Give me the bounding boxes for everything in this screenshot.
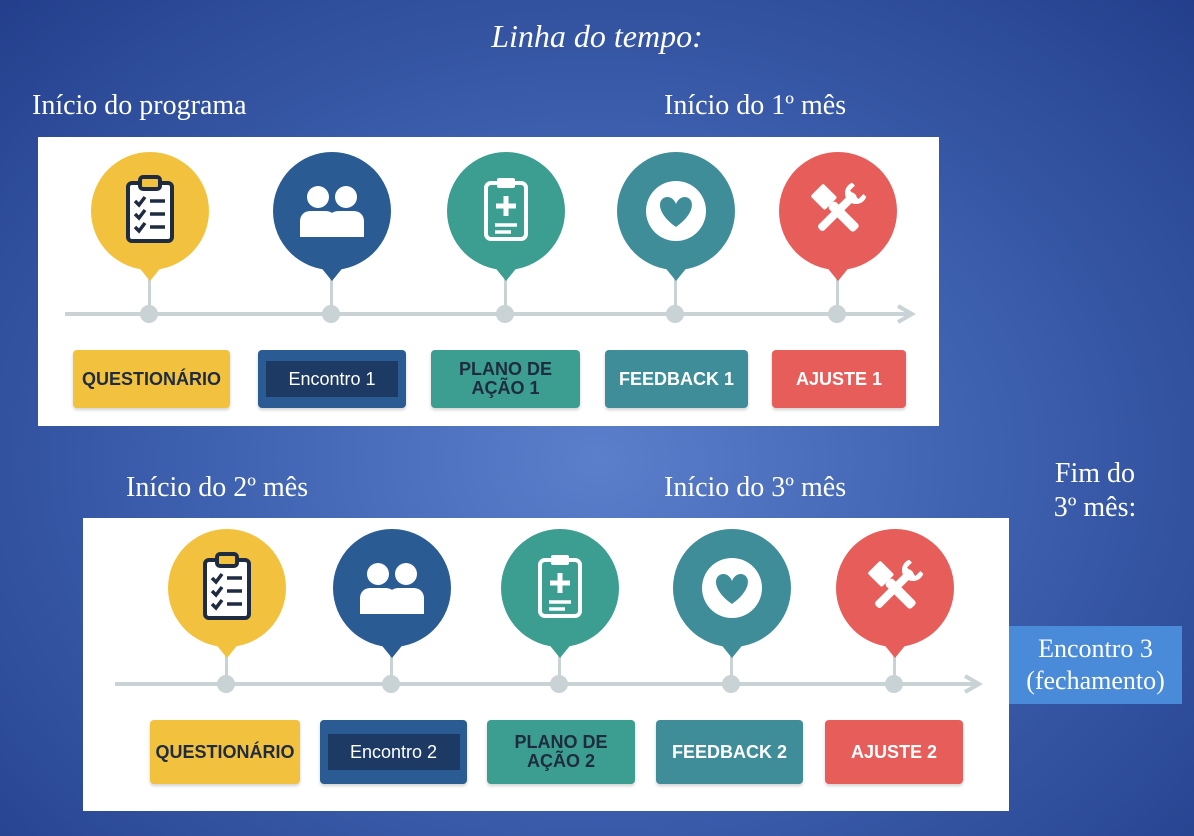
label-fim-line1: Fim do — [1054, 458, 1136, 489]
label-inicio-mes1: Início do 1º mês — [664, 90, 847, 121]
step-label-plano-1-line2: AÇÃO 1 — [471, 378, 540, 398]
timeline-panel-1: QUESTIONÁRIO Encontro 1 PLANO DE AÇÃO 1 … — [38, 137, 939, 426]
step-label-questionario-1: QUESTIONÁRIO — [73, 350, 230, 408]
step-label-questionario-2: QUESTIONÁRIO — [150, 720, 300, 784]
step-label-plano-2: PLANO DE AÇÃO 2 — [487, 720, 635, 784]
tools-icon — [867, 559, 924, 615]
page-title: Linha do tempo: — [491, 18, 703, 54]
step-pin-encontro-2 — [333, 529, 451, 658]
timeline-axis-2 — [115, 674, 984, 694]
step-pin-plano-1 — [447, 152, 565, 281]
step-label-encontro-1-text: Encontro 1 — [266, 361, 398, 397]
step-label-encontro-2-text: Encontro 2 — [327, 734, 460, 770]
step-pin-feedback-2 — [673, 529, 791, 658]
encontro3-box: Encontro 3 (fechamento) — [1009, 626, 1182, 704]
step-label-plano-1-line1: PLANO DE — [458, 359, 552, 380]
medical-clipboard-icon — [520, 548, 600, 628]
timeline-panel-2: QUESTIONÁRIO Encontro 2 PLANO DE AÇÃO 2 … — [83, 518, 1009, 811]
encontro3-line2: (fechamento) — [1026, 666, 1165, 695]
two-people-icon — [300, 186, 364, 237]
step-label-ajuste-1: AJUSTE 1 — [772, 350, 906, 408]
step-pin-ajuste-1 — [779, 152, 897, 281]
medical-clipboard-icon — [466, 171, 546, 251]
heart-icon — [646, 181, 706, 241]
step-label-ajuste-2: AJUSTE 2 — [825, 720, 963, 784]
label-fim-mes3: Fim do 3º mês: — [1040, 457, 1150, 524]
two-people-icon — [360, 563, 424, 614]
step-label-plano-2-line2: AÇÃO 2 — [526, 751, 595, 771]
step-pin-encontro-1 — [273, 152, 391, 281]
label-fim-line2: 3º mês: — [1053, 491, 1137, 523]
step-label-plano-1: PLANO DE AÇÃO 1 — [431, 350, 580, 408]
label-inicio-mes3: Início do 3º mês — [664, 472, 847, 503]
step-label-plano-2-line1: PLANO DE — [514, 732, 608, 753]
clipboard-checklist-icon — [126, 175, 174, 243]
step-pin-feedback-1 — [617, 152, 735, 281]
step-label-encontro-2: Encontro 2 — [320, 720, 467, 784]
timeline-axis-1 — [65, 304, 917, 324]
clipboard-checklist-icon — [203, 552, 251, 620]
tools-icon — [810, 182, 867, 238]
label-inicio-programa: Início do programa — [32, 90, 247, 121]
step-label-encontro-1: Encontro 1 — [258, 350, 406, 408]
step-pin-ajuste-2 — [836, 529, 954, 658]
heart-icon — [702, 558, 762, 618]
encontro3-line1: Encontro 3 — [1038, 633, 1153, 663]
step-pin-questionario-1 — [91, 152, 209, 281]
step-label-feedback-2: FEEDBACK 2 — [656, 720, 803, 784]
step-label-feedback-1: FEEDBACK 1 — [605, 350, 748, 408]
label-inicio-mes2: Início do 2º mês — [126, 472, 309, 503]
step-pin-questionario-2 — [168, 529, 286, 658]
step-pin-plano-2 — [501, 529, 619, 658]
